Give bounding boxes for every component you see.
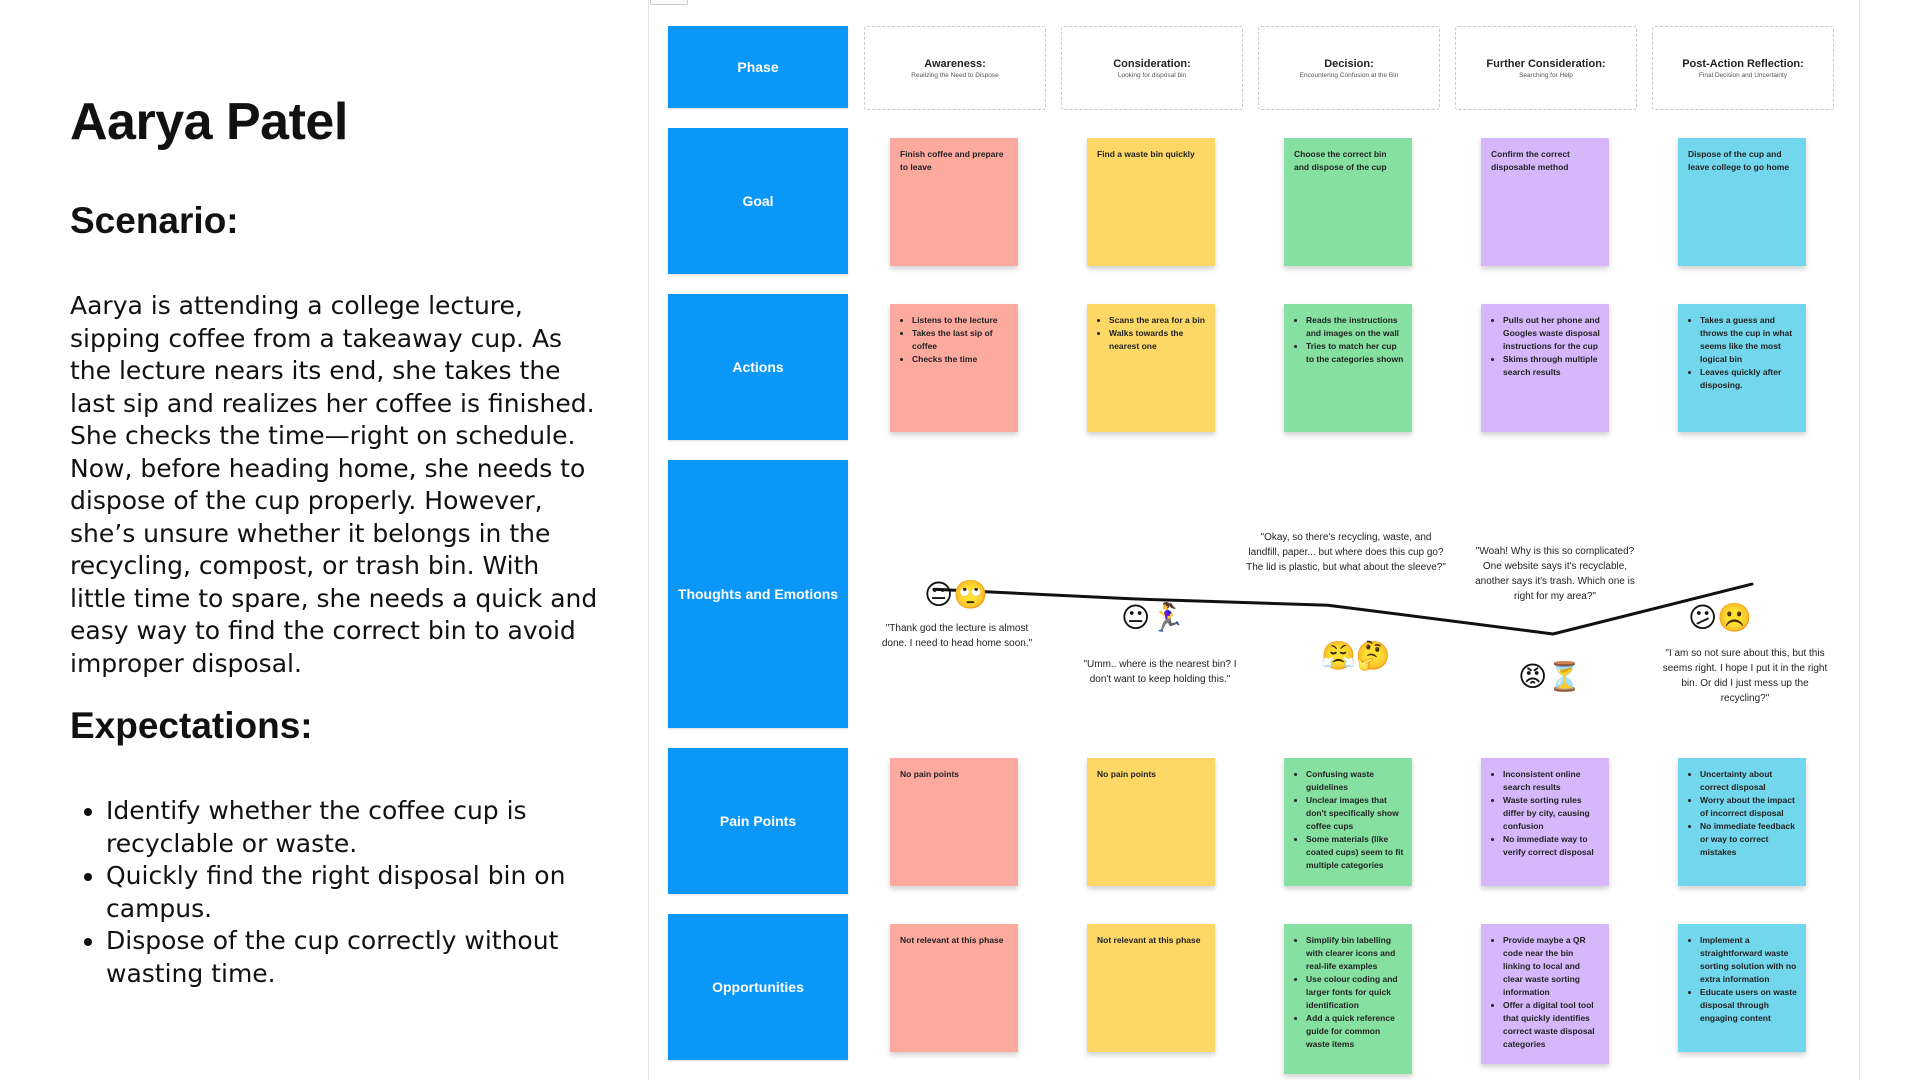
- sticky-pain-consideration[interactable]: No pain points: [1087, 758, 1215, 886]
- emotion-emoji-consideration: 😐🏃‍♀️: [1121, 601, 1186, 634]
- pain-item: Confusing waste guidelines: [1306, 768, 1404, 794]
- sticky-opportunity-decision[interactable]: Simplify bin labelling with clearer icon…: [1284, 924, 1412, 1074]
- sticky-goal-further-consideration[interactable]: Confirm the correct disposable method: [1481, 138, 1609, 266]
- row-label-actions[interactable]: Actions: [668, 294, 848, 440]
- phase-title: Post-Action Reflection:: [1682, 57, 1804, 70]
- opportunity-item: Offer a digital tool tool that quickly i…: [1503, 999, 1601, 1051]
- emotion-emoji-further-consideration: 😡⏳: [1518, 660, 1583, 693]
- opportunity-item: Implement a straightforward waste sortin…: [1700, 934, 1798, 986]
- action-item: Scans the area for a bin: [1109, 314, 1207, 327]
- row-label-thoughts[interactable]: Thoughts and Emotions: [668, 460, 848, 728]
- sticky-goal-consideration[interactable]: Find a waste bin quickly: [1087, 138, 1215, 266]
- sticky-opportunity-awareness[interactable]: Not relevant at this phase: [890, 924, 1018, 1052]
- phase-title: Consideration:: [1113, 57, 1191, 70]
- row-label-opportunities[interactable]: Opportunities: [668, 914, 848, 1060]
- sticky-actions-awareness[interactable]: Listens to the lecture Takes the last si…: [890, 304, 1018, 432]
- expectation-item: Identify whether the coffee cup is recyc…: [106, 795, 606, 860]
- pain-item: Uncertainty about correct disposal: [1700, 768, 1798, 794]
- action-item: Tries to match her cup to the categories…: [1306, 340, 1404, 366]
- sticky-actions-post-action[interactable]: Takes a guess and throws the cup in what…: [1678, 304, 1806, 432]
- phase-subtitle: Looking for disposal bin: [1117, 71, 1187, 79]
- opportunity-item: Use colour coding and larger fonts for q…: [1306, 973, 1404, 1012]
- thought-post-action: "I am so not sure about this, but this s…: [1662, 648, 1828, 704]
- phase-card-consideration[interactable]: Consideration: Looking for disposal bin: [1061, 26, 1243, 110]
- pain-item: No immediate feedback or way to correct …: [1700, 820, 1798, 859]
- scenario-text: Aarya is attending a college lecture, si…: [70, 291, 598, 678]
- scenario-heading: Scenario:: [70, 200, 239, 241]
- action-item: Reads the instructions and images on the…: [1306, 314, 1404, 340]
- sticky-pain-post-action[interactable]: Uncertainty about correct disposal Worry…: [1678, 758, 1806, 886]
- action-item: Listens to the lecture: [912, 314, 1010, 327]
- opportunity-item: Provide maybe a QR code near the bin lin…: [1503, 934, 1601, 999]
- opportunity-item: Add a quick reference guide for common w…: [1306, 1012, 1404, 1051]
- phase-card-decision[interactable]: Decision: Encountering Confusion at the …: [1258, 26, 1440, 110]
- sticky-opportunity-consideration[interactable]: Not relevant at this phase: [1087, 924, 1215, 1052]
- expectations-heading: Expectations:: [70, 705, 313, 746]
- sticky-opportunity-post-action[interactable]: Implement a straightforward waste sortin…: [1678, 924, 1806, 1052]
- sticky-goal-awareness[interactable]: Finish coffee and prepare to leave: [890, 138, 1018, 266]
- action-item: Takes the last sip of coffee: [912, 327, 1010, 353]
- phase-subtitle: Realizing the Need to Dispose: [911, 71, 999, 79]
- pain-item: Unclear images that don't specifically s…: [1306, 794, 1404, 833]
- phase-title: Further Consideration:: [1486, 57, 1606, 70]
- board-frame-tag[interactable]: [650, 0, 688, 5]
- phase-subtitle: Searching for Help: [1519, 71, 1573, 79]
- journey-map-board[interactable]: [648, 0, 1860, 1080]
- sticky-actions-decision[interactable]: Reads the instructions and images on the…: [1284, 304, 1412, 432]
- pain-item: Inconsistent online search results: [1503, 768, 1601, 794]
- phase-subtitle: Final Decision and Uncertainty: [1698, 71, 1788, 79]
- sticky-actions-consideration[interactable]: Scans the area for a bin Walks towards t…: [1087, 304, 1215, 432]
- phase-title: Decision:: [1324, 57, 1374, 70]
- thought-further-consideration: "Woah! Why is this so complicated? One w…: [1475, 546, 1635, 602]
- phase-card-post-action-reflection[interactable]: Post-Action Reflection: Final Decision a…: [1652, 26, 1834, 110]
- phase-card-further-consideration[interactable]: Further Consideration: Searching for Hel…: [1455, 26, 1637, 110]
- expectations-list: Identify whether the coffee cup is recyc…: [70, 795, 606, 990]
- sticky-goal-decision[interactable]: Choose the correct bin and dispose of th…: [1284, 138, 1412, 266]
- thought-consideration: "Umm.. where is the nearest bin? I don't…: [1083, 659, 1237, 685]
- phase-title: Awareness:: [924, 57, 986, 70]
- emotion-emoji-post-action: 😕☹️: [1688, 601, 1753, 634]
- pain-item: No immediate way to verify correct dispo…: [1503, 833, 1601, 859]
- pain-item: Worry about the impact of incorrect disp…: [1700, 794, 1798, 820]
- expectation-item: Quickly find the right disposal bin on c…: [106, 860, 606, 925]
- row-label-goal[interactable]: Goal: [668, 128, 848, 274]
- row-label-pain-points[interactable]: Pain Points: [668, 748, 848, 894]
- action-item: Walks towards the nearest one: [1109, 327, 1207, 353]
- action-item: Leaves quickly after disposing.: [1700, 366, 1798, 392]
- sticky-actions-further-consideration[interactable]: Pulls out her phone and Googles waste di…: [1481, 304, 1609, 432]
- emotion-emoji-awareness: 😐🙄: [924, 578, 989, 611]
- action-item: Pulls out her phone and Googles waste di…: [1503, 314, 1601, 353]
- phase-subtitle: Encountering Confusion at the Bin: [1299, 71, 1399, 79]
- thought-awareness: "Thank god the lecture is almost done. I…: [881, 623, 1033, 649]
- sticky-pain-awareness[interactable]: No pain points: [890, 758, 1018, 886]
- expectation-item: Dispose of the cup correctly without was…: [106, 925, 606, 990]
- persona-name: Aarya Patel: [70, 93, 348, 151]
- sticky-opportunity-further-consideration[interactable]: Provide maybe a QR code near the bin lin…: [1481, 924, 1609, 1064]
- sticky-pain-decision[interactable]: Confusing waste guidelines Unclear image…: [1284, 758, 1412, 886]
- action-item: Takes a guess and throws the cup in what…: [1700, 314, 1798, 366]
- action-item: Skims through multiple search results: [1503, 353, 1601, 379]
- pain-item: Waste sorting rules differ by city, caus…: [1503, 794, 1601, 833]
- sticky-pain-further-consideration[interactable]: Inconsistent online search results Waste…: [1481, 758, 1609, 886]
- opportunity-item: Simplify bin labelling with clearer icon…: [1306, 934, 1404, 973]
- opportunity-item: Educate users on waste disposal through …: [1700, 986, 1798, 1025]
- thought-decision: "Okay, so there's recycling, waste, and …: [1246, 532, 1446, 573]
- phase-card-awareness[interactable]: Awareness: Realizing the Need to Dispose: [864, 26, 1046, 110]
- pain-item: Some materials (like coated cups) seem t…: [1306, 833, 1404, 872]
- row-label-phase[interactable]: Phase: [668, 26, 848, 108]
- action-item: Checks the time: [912, 353, 1010, 366]
- sticky-goal-post-action[interactable]: Dispose of the cup and leave college to …: [1678, 138, 1806, 266]
- emotion-emoji-decision: 😤🤔: [1321, 639, 1391, 672]
